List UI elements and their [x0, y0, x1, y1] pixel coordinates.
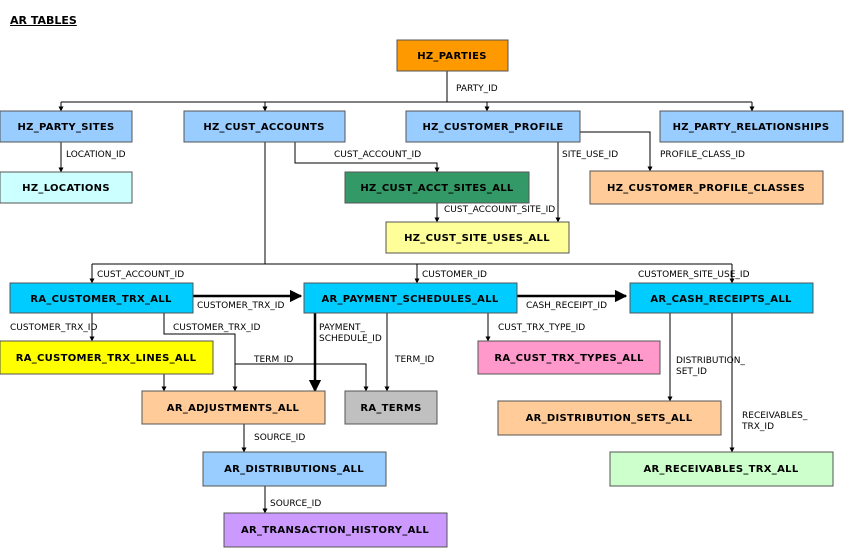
table-box[interactable] [0, 340, 214, 375]
table-ar-distribution-sets-all[interactable]: AR_DISTRIBUTION_SETS_ALL [497, 400, 722, 436]
label-receivables-trx-id-line1: RECEIVABLES_ [742, 411, 808, 421]
label-source-id-1: SOURCE_ID [254, 433, 305, 443]
label-customer-trx-id-3: CUSTOMER_TRX_ID [173, 323, 260, 333]
table-label: AR_RECEIVABLES_TRX_ALL [643, 464, 798, 475]
connectors [58, 71, 755, 514]
label-term-id-1: TERM_ID [253, 355, 293, 365]
label-customer-trx-id-2: CUSTOMER_TRX_ID [10, 323, 97, 333]
label-distribution-set-id-line1: DISTRIBUTION_ [676, 356, 745, 366]
table-ar-cash-receipts-all[interactable]: AR_CASH_RECEIPTS_ALL [629, 282, 814, 314]
table-box[interactable] [497, 400, 722, 436]
table-ar-transaction-history-all[interactable]: AR_TRANSACTION_HISTORY_ALL [223, 512, 448, 548]
label-payment-schedule-id-line2: SCHEDULE_ID [319, 334, 382, 344]
table-ar-receivables-trx-all[interactable]: AR_RECEIVABLES_TRX_ALL [609, 451, 834, 487]
label-cash-receipt-id: CASH_RECEIPT_ID [526, 301, 607, 311]
arrow-to-profile-classes [580, 131, 653, 172]
relationship-labels: PARTY_ID LOCATION_ID CUST_ACCOUNT_ID SIT… [10, 84, 808, 509]
label-receivables-trx-id-line2: TRX_ID [741, 422, 774, 432]
table-label: HZ_CUSTOMER_PROFILE_CLASSES [607, 183, 805, 194]
table-label: RA_CUST_TRX_TYPES_ALL [494, 353, 644, 364]
table-label: AR_TRANSACTION_HISTORY_ALL [241, 525, 429, 536]
label-location-id: LOCATION_ID [66, 150, 126, 160]
label-site-use-id: SITE_USE_ID [562, 150, 618, 160]
table-hz-party-relationships[interactable]: HZ_PARTY_RELATIONSHIPS [659, 110, 844, 143]
table-hz-customer-profile-classes[interactable]: HZ_CUSTOMER_PROFILE_CLASSES [589, 170, 824, 205]
table-box[interactable] [0, 110, 133, 143]
table-label: RA_CUSTOMER_TRX_ALL [30, 294, 172, 305]
table-label: HZ_CUST_SITE_USES_ALL [404, 233, 550, 244]
table-box[interactable] [223, 512, 448, 548]
label-cust-account-id-2: CUST_ACCOUNT_ID [97, 270, 184, 280]
table-ar-payment-schedules-all[interactable]: AR_PAYMENT_SCHEDULES_ALL [303, 282, 518, 314]
table-hz-cust-site-uses-all[interactable]: HZ_CUST_SITE_USES_ALL [385, 221, 570, 254]
label-distribution-set-id-line2: SET_ID [676, 367, 707, 377]
table-box[interactable] [385, 221, 570, 254]
table-label: AR_PAYMENT_SCHEDULES_ALL [321, 294, 498, 305]
table-box[interactable] [589, 170, 824, 205]
arrow-term-to-terms [235, 363, 369, 392]
table-box[interactable] [183, 110, 346, 143]
label-customer-id: CUSTOMER_ID [422, 270, 487, 280]
label-cust-trx-type-id: CUST_TRX_TYPE_ID [498, 323, 585, 333]
label-customer-site-use-id: CUSTOMER_SITE_USE_ID [638, 270, 750, 280]
label-term-id-2: TERM_ID [394, 355, 434, 365]
table-hz-locations[interactable]: HZ_LOCATIONS [0, 171, 133, 204]
table-ra-customer-trx-all[interactable]: RA_CUSTOMER_TRX_ALL [9, 282, 194, 314]
page-title: AR TABLES [10, 14, 77, 27]
table-box[interactable] [344, 390, 438, 425]
table-box[interactable] [629, 282, 814, 314]
label-payment-schedule-id-line1: PAYMENT_ [319, 323, 365, 333]
label-party-id: PARTY_ID [456, 84, 498, 94]
label-cust-account-site-id: CUST_ACCOUNT_SITE_ID [444, 205, 555, 215]
table-label: HZ_LOCATIONS [22, 183, 110, 194]
table-label: AR_DISTRIBUTIONS_ALL [224, 464, 364, 475]
table-label: HZ_CUST_ACCOUNTS [203, 122, 324, 133]
table-label: HZ_CUST_ACCT_SITES_ALL [360, 183, 514, 194]
table-label: HZ_CUSTOMER_PROFILE [422, 122, 563, 133]
table-ar-adjustments-all[interactable]: AR_ADJUSTMENTS_ALL [141, 390, 326, 425]
table-hz-cust-accounts[interactable]: HZ_CUST_ACCOUNTS [183, 110, 346, 143]
table-hz-parties[interactable]: HZ_PARTIES [396, 39, 509, 72]
table-hz-party-sites[interactable]: HZ_PARTY_SITES [0, 110, 133, 143]
table-label: HZ_PARTY_RELATIONSHIPS [673, 122, 830, 133]
table-box[interactable] [141, 390, 326, 425]
table-ra-customer-trx-lines-all[interactable]: RA_CUSTOMER_TRX_LINES_ALL [0, 340, 214, 375]
table-box[interactable] [344, 171, 530, 204]
table-ra-terms[interactable]: RA_TERMS [344, 390, 438, 425]
table-ra-cust-trx-types-all[interactable]: RA_CUST_TRX_TYPES_ALL [477, 340, 661, 375]
table-box[interactable] [396, 39, 509, 72]
label-cust-account-id: CUST_ACCOUNT_ID [334, 150, 421, 160]
arrow-trx-to-adjustments [163, 313, 238, 392]
table-box[interactable] [477, 340, 661, 375]
label-source-id-2: SOURCE_ID [270, 499, 321, 509]
table-label: AR_CASH_RECEIPTS_ALL [650, 294, 792, 305]
table-box[interactable] [0, 171, 133, 204]
table-label: RA_TERMS [360, 403, 421, 414]
table-label: HZ_PARTY_SITES [17, 122, 114, 133]
table-label: HZ_PARTIES [417, 51, 487, 62]
table-ar-distributions-all[interactable]: AR_DISTRIBUTIONS_ALL [202, 451, 387, 487]
table-box[interactable] [405, 110, 581, 143]
table-label: AR_DISTRIBUTION_SETS_ALL [526, 413, 693, 424]
arrow-to-acct-sites [294, 142, 440, 173]
table-box[interactable] [609, 451, 834, 487]
table-box[interactable] [303, 282, 518, 314]
table-box[interactable] [202, 451, 387, 487]
table-label: RA_CUSTOMER_TRX_LINES_ALL [16, 353, 197, 364]
table-box[interactable] [659, 110, 844, 143]
table-hz-customer-profile[interactable]: HZ_CUSTOMER_PROFILE [405, 110, 581, 143]
table-box[interactable] [9, 282, 194, 314]
label-customer-trx-id-1: CUSTOMER_TRX_ID [197, 301, 284, 311]
table-hz-cust-acct-sites-all[interactable]: HZ_CUST_ACCT_SITES_ALL [344, 171, 530, 204]
table-label: AR_ADJUSTMENTS_ALL [167, 403, 300, 414]
label-profile-class-id: PROFILE_CLASS_ID [660, 150, 745, 160]
